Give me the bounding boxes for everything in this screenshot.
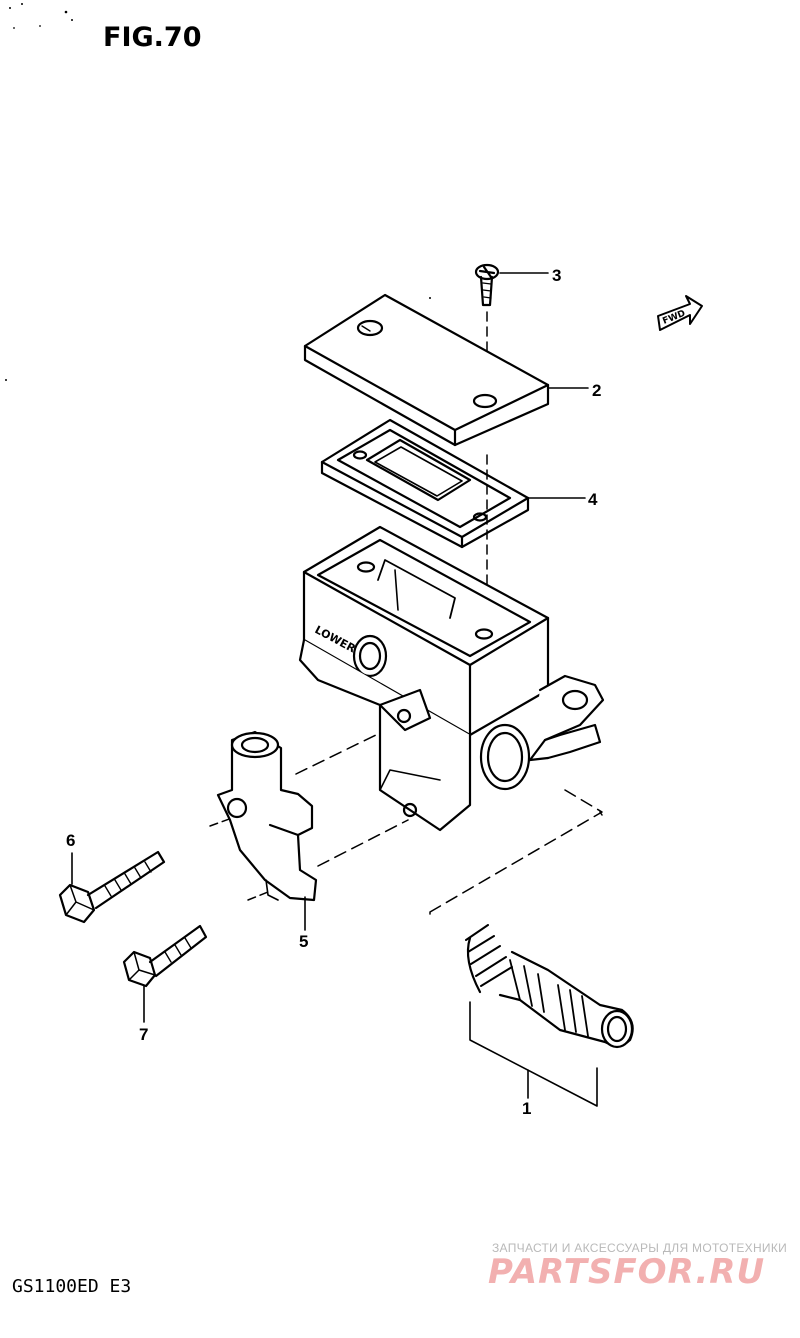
model-label: GS1100ED E3: [12, 1276, 132, 1297]
callout-2: 2: [592, 381, 601, 400]
fwd-label: FWD: [661, 309, 687, 327]
master-cylinder-body: LOWER: [298, 525, 605, 832]
centerline-clamp-upper: [209, 817, 233, 827]
callout-5: 5: [299, 932, 308, 951]
reservoir-cap-part-2: [303, 293, 550, 447]
scan-speckles: [5, 3, 431, 381]
centerline-bolt-lower: [317, 819, 409, 867]
piston-kit-part-1: [465, 924, 634, 1049]
bolt-part-7: [122, 924, 208, 988]
figure-title: FIG.70: [103, 22, 202, 53]
screw-part-3: [474, 263, 500, 307]
fwd-arrow-icon: FWD: [657, 295, 703, 331]
watermark-logo: PARTSFOR.RU: [488, 1252, 766, 1292]
watermark-tagline: ЗАПЧАСТИ И АКСЕССУАРЫ ДЛЯ МОТОТЕХНИКИ: [492, 1241, 788, 1255]
centerline-bolt-upper: [295, 732, 381, 775]
callout-7: 7: [139, 1025, 148, 1044]
bracket-1: [469, 1001, 598, 1107]
clamp-part-5: [216, 730, 318, 902]
callout-6: 6: [66, 831, 75, 850]
dashed-bracket-1: [429, 789, 603, 915]
bolt-part-6: [58, 850, 166, 924]
diaphragm-part-4: [320, 418, 530, 549]
callout-3: 3: [552, 266, 561, 285]
callout-1: 1: [522, 1099, 531, 1118]
callout-4: 4: [588, 490, 598, 509]
centerline-clamp-lower: [247, 891, 269, 901]
